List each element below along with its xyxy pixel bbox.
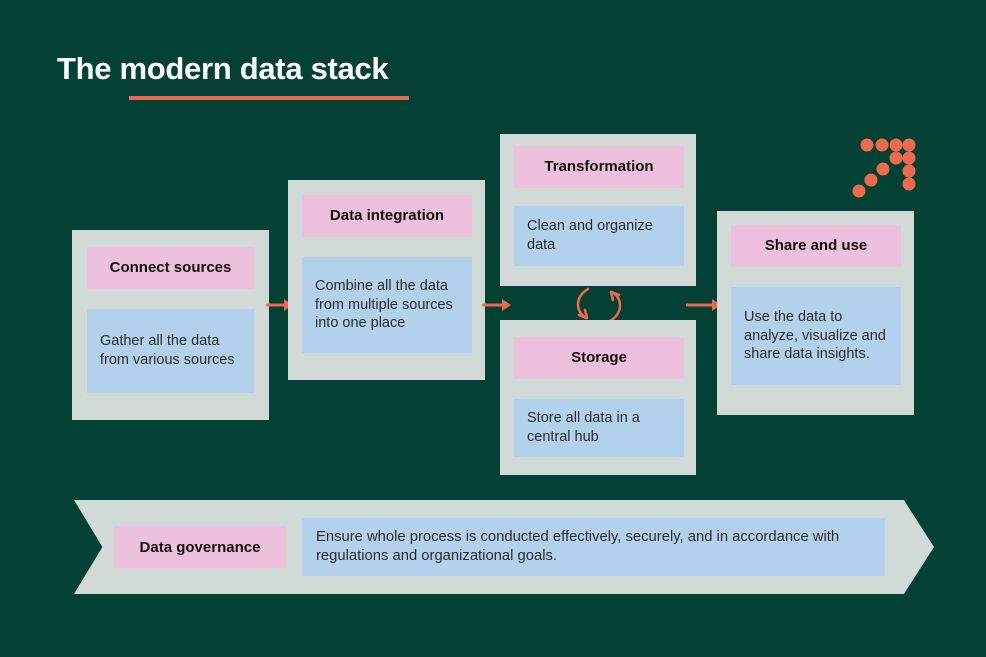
stage-body-transformation: Clean and organize data (514, 206, 684, 266)
stage-title-connect-sources: Connect sources (109, 259, 232, 276)
arrow-dots-icon (852, 138, 916, 198)
cycle-arrows-icon (576, 287, 622, 323)
banner-label-chip: Data governance (114, 526, 286, 568)
data-governance-banner: Data governance Ensure whole process is … (74, 500, 934, 594)
stage-title-data-integration: Data integration (329, 207, 445, 224)
stage-text-storage: Store all data in a central hub (527, 410, 640, 445)
title-underline (129, 96, 409, 100)
stage-text-connect-sources: Gather all the data from various sources (100, 333, 235, 368)
stage-text-transformation: Clean and organize data (527, 218, 653, 253)
connector-arrow-2 (482, 299, 511, 311)
stage-card-connect-sources: Connect sources Gather all the data from… (72, 230, 269, 420)
stage-title-transformation: Transformation (544, 158, 654, 175)
stage-body-data-integration: Combine all the data from multiple sourc… (302, 257, 472, 353)
stage-body-connect-sources: Gather all the data from various sources (87, 309, 254, 393)
stage-header-storage: Storage (514, 337, 684, 379)
page-title: The modern data stack (57, 51, 389, 86)
connector-arrow-3 (686, 299, 721, 311)
stage-title-share-and-use: Share and use (764, 237, 868, 254)
stage-card-share-and-use: Share and use Use the data to analyze, v… (717, 211, 914, 415)
stage-header-share-and-use: Share and use (731, 225, 901, 267)
stage-title-storage: Storage (571, 349, 627, 366)
stage-body-share-and-use: Use the data to analyze, visualize and s… (731, 287, 901, 385)
banner-label: Data governance (139, 538, 261, 556)
stage-card-storage: Storage Store all data in a central hub (500, 320, 696, 475)
page-title-block: The modern data stack (57, 51, 409, 100)
stage-header-transformation: Transformation (514, 146, 684, 188)
stage-header-connect-sources: Connect sources (87, 247, 254, 289)
banner-text-chip: Ensure whole process is conducted effect… (302, 518, 885, 576)
banner-description: Ensure whole process is conducted effect… (316, 528, 840, 564)
stage-body-storage: Store all data in a central hub (514, 399, 684, 457)
stage-header-data-integration: Data integration (302, 195, 472, 237)
stage-text-data-integration: Combine all the data from multiple sourc… (315, 278, 453, 332)
stage-text-share-and-use: Use the data to analyze, visualize and s… (744, 309, 886, 363)
stage-card-data-integration: Data integration Combine all the data fr… (288, 180, 485, 380)
stage-card-transformation: Transformation Clean and organize data (500, 134, 696, 286)
